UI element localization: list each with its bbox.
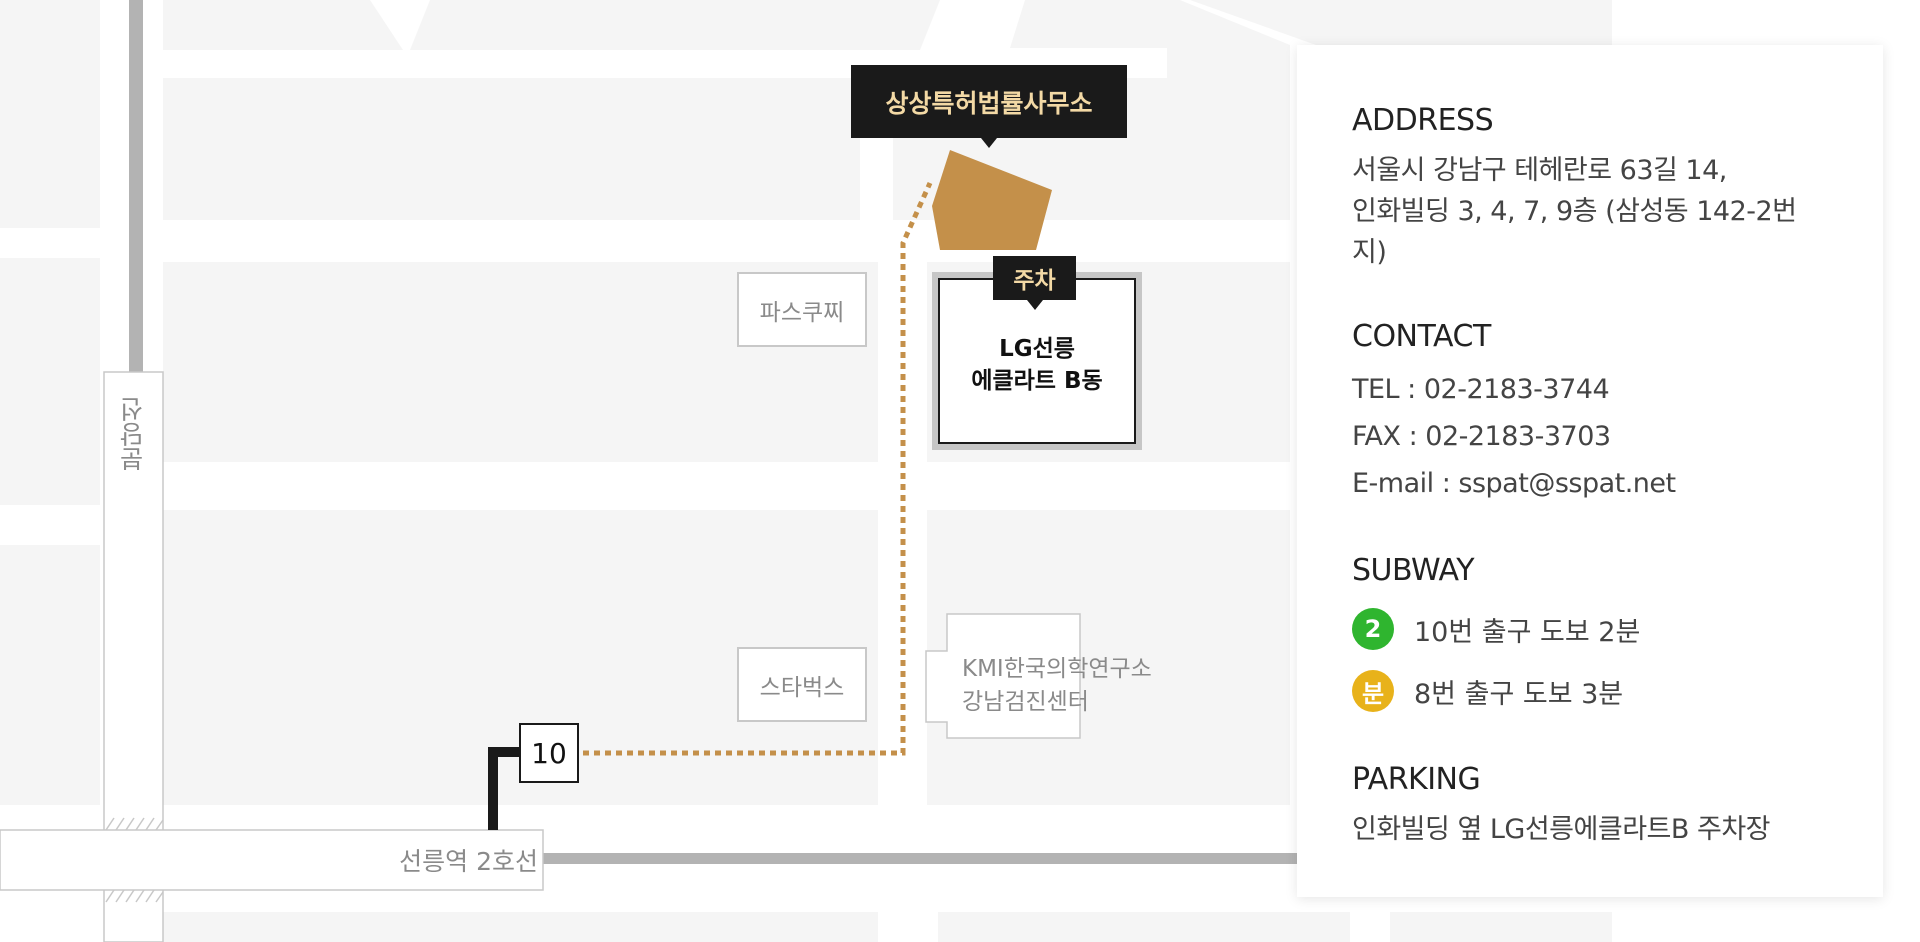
walking-route xyxy=(583,181,933,756)
bundang-line-rail xyxy=(129,0,143,372)
subway-section: SUBWAY 2 10번 출구 도보 2분 분 8번 출구 도보 3분 xyxy=(1352,553,1828,722)
line2-station-box xyxy=(0,829,544,891)
address-line-1: 서울시 강남구 테헤란로 63길 14, xyxy=(1352,155,1727,186)
line2-rail xyxy=(540,853,1300,864)
exit-connector xyxy=(488,747,521,830)
contact-email[interactable]: E-mail : sspat@sspat.net xyxy=(1352,468,1676,499)
subway-item-bundang: 분 8번 출구 도보 3분 xyxy=(1352,660,1828,722)
subway-item-line2: 2 10번 출구 도보 2분 xyxy=(1352,598,1828,660)
line2-station-label: 선릉역 2호선 xyxy=(399,847,538,876)
parking-tag: 주차 xyxy=(993,256,1076,310)
contact-section: CONTACT TEL : 02-2183-3744 FAX : 02-2183… xyxy=(1352,319,1828,507)
contact-tel: TEL : 02-2183-3744 xyxy=(1352,374,1610,405)
info-panel: ADDRESS 서울시 강남구 테헤란로 63길 14, 인화빌딩 3, 4, … xyxy=(1297,45,1883,897)
kmi-label: KMI한국의학연구소 강남검진센터 xyxy=(962,656,1152,715)
address-section: ADDRESS 서울시 강남구 테헤란로 63길 14, 인화빌딩 3, 4, … xyxy=(1352,103,1828,273)
parking-section: PARKING 인화빌딩 옆 LG선릉에클라트B 주차장 xyxy=(1352,762,1828,850)
bundang-badge-icon: 분 xyxy=(1352,670,1394,712)
exit-10-badge: 10 xyxy=(519,723,579,783)
parking-title: PARKING xyxy=(1352,762,1481,797)
starbucks-place: 스타벅스 xyxy=(737,647,867,722)
hatch-marks xyxy=(105,817,164,903)
contact-fax: FAX : 02-2183-3703 xyxy=(1352,421,1611,452)
contact-title: CONTACT xyxy=(1352,319,1491,354)
address-line-2: 인화빌딩 3, 4, 7, 9층 (삼성동 142-2번지) xyxy=(1352,196,1797,268)
parking-text: 인화빌딩 옆 LG선릉에클라트B 주차장 xyxy=(1352,814,1771,845)
line2-badge-icon: 2 xyxy=(1352,608,1394,650)
subway-item-text: 8번 출구 도보 3분 xyxy=(1414,678,1624,710)
kmi-building xyxy=(925,613,1081,739)
subway-item-text: 10번 출구 도보 2분 xyxy=(1414,616,1641,648)
office-building xyxy=(932,150,1052,250)
office-label: 상상특허법률사무소 xyxy=(851,65,1127,148)
address-title: ADDRESS xyxy=(1352,103,1494,138)
pascucci-place: 파스쿠찌 xyxy=(737,272,867,347)
bundang-station-label: 분당선 xyxy=(118,397,148,473)
lg-eclat-b-label: LG선릉 에클라트 B동 xyxy=(971,336,1103,394)
subway-title: SUBWAY xyxy=(1352,553,1475,588)
